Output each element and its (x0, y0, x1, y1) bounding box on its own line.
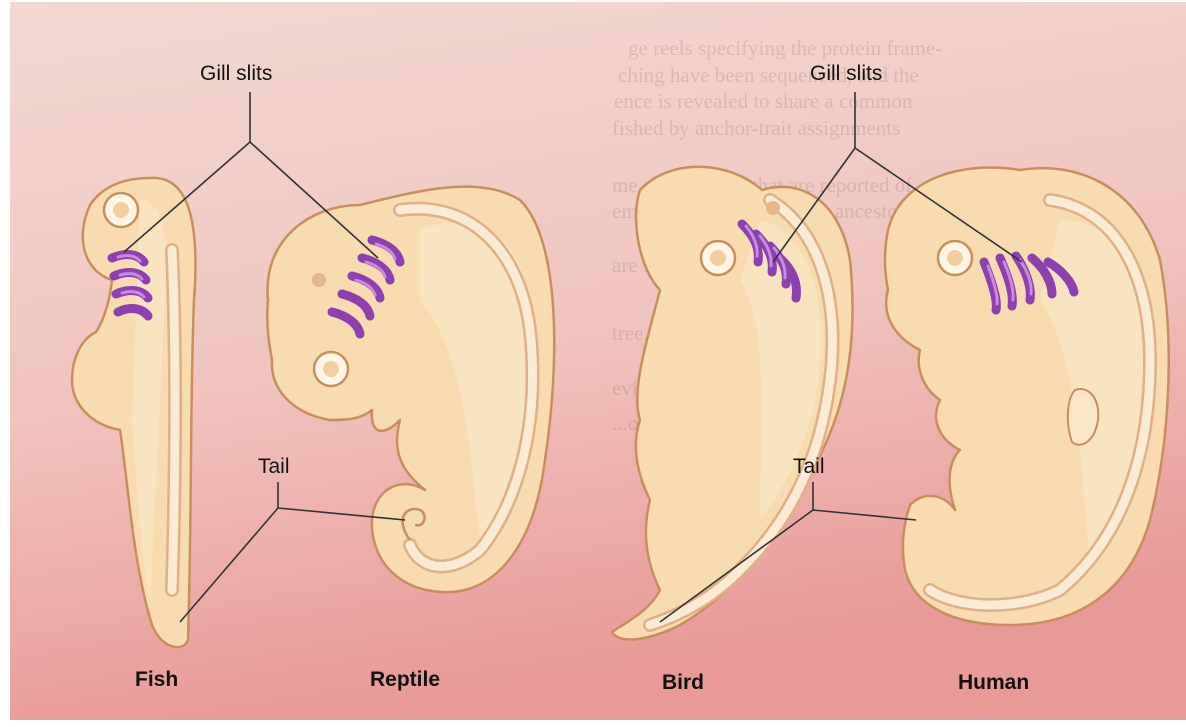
bg-text-line: ge reels specifying the protein frame- (628, 36, 942, 60)
fish-name-label: Fish (135, 668, 178, 691)
gill-slits-label-right: Gill slits (810, 62, 882, 85)
bg-text-line: ence is revealed to share a common (614, 89, 913, 113)
bg-text-line: fished by anchor-trait assignments (612, 116, 900, 140)
human-name-label: Human (958, 671, 1029, 694)
tail-label-right: Tail (793, 455, 825, 478)
tail-label-left: Tail (258, 455, 290, 478)
reptile-name-label: Reptile (370, 668, 440, 691)
bird-name-label: Bird (662, 671, 704, 694)
gill-slits-label-left: Gill slits (200, 62, 272, 85)
